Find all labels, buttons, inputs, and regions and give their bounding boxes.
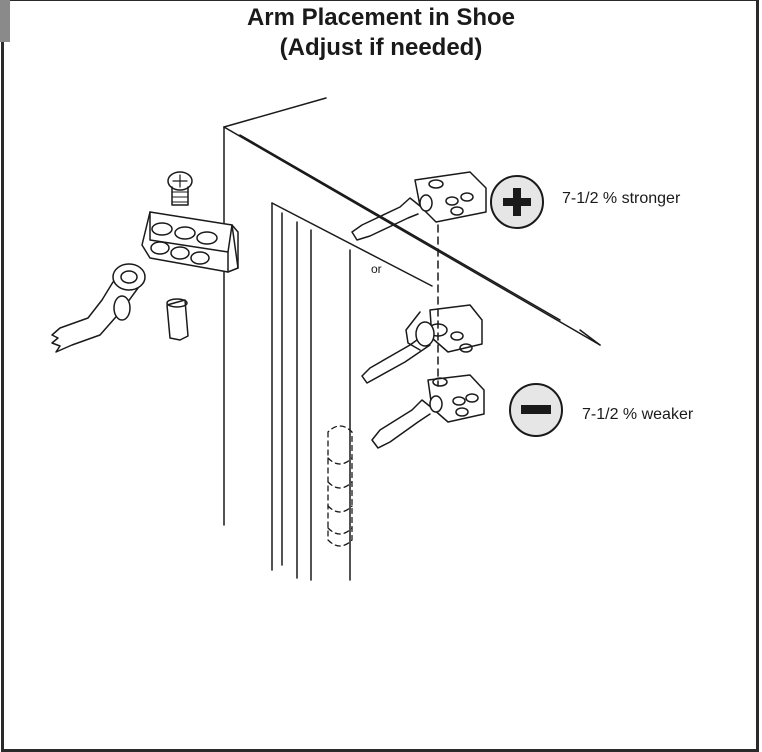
stronger-label: 7-1/2 % stronger <box>562 190 681 207</box>
minus-circle-icon <box>509 383 563 437</box>
corner-tab <box>0 0 10 42</box>
hinge-arm-installed <box>361 304 483 384</box>
hinge-exploded <box>51 171 239 353</box>
hinge-arm-lower <box>371 374 485 449</box>
hinge-arm-upper <box>351 171 487 241</box>
plus-circle-icon <box>490 175 544 229</box>
title-line-1: Arm Placement in Shoe <box>246 4 516 31</box>
title-line-2: (Adjust if needed) <box>279 34 483 61</box>
hidden-hinge-dashed <box>327 425 353 547</box>
weaker-label: 7-1/2 % weaker <box>582 406 694 423</box>
cabinet-outline <box>223 97 601 581</box>
or-label: or <box>371 262 382 276</box>
